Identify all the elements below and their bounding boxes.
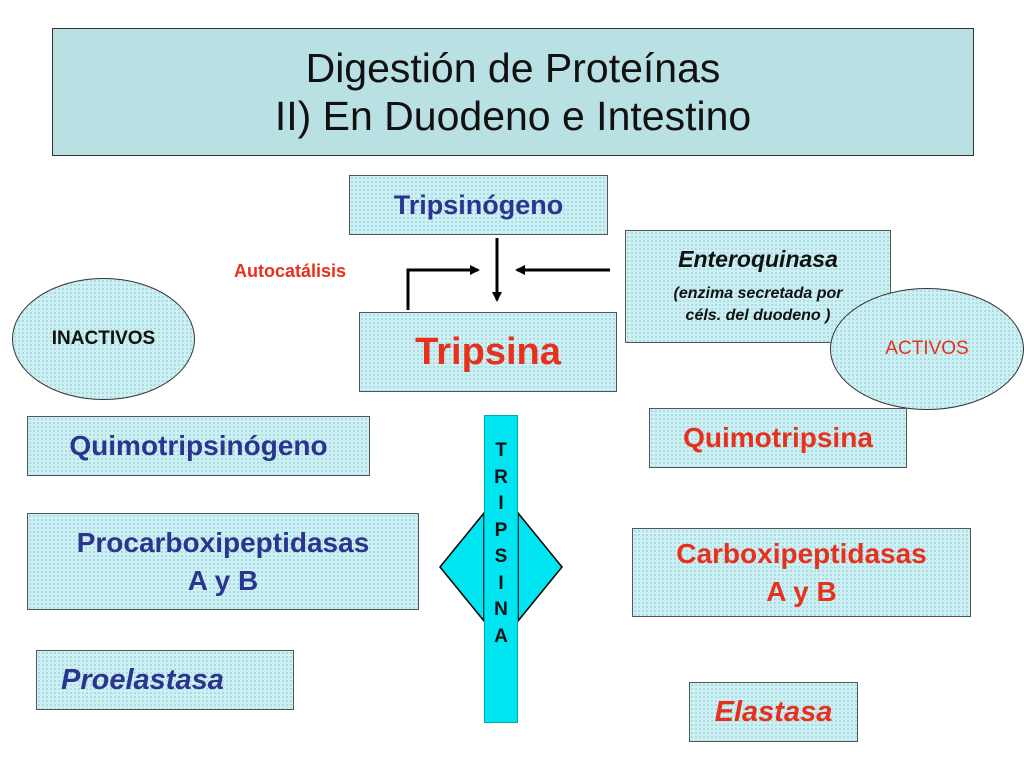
inactivos-label: INACTIVOS [51,328,156,349]
vertical-letter: R [494,466,508,488]
carboxipeptidasas-line-2: A y B [766,575,837,607]
enteroquinasa-name: Enteroquinasa [678,246,838,272]
autocatalysis-arrow [406,265,480,310]
quimotripsinogeno-label: Quimotripsinógeno [69,430,328,461]
proelastasa-box: Proelastasa [36,650,294,710]
carboxipeptidasas-box: Carboxipeptidasas A y B [632,528,971,617]
vertical-letter: A [494,625,508,647]
procarboxipeptidasas-line-2: A y B [187,564,259,596]
enteroquinasa-note-2: céls. del duodeno ) [685,307,831,324]
inactivos-ellipse: INACTIVOS [12,278,195,400]
quimotripsina-box: Quimotripsina [649,408,907,468]
vertical-letter: S [494,546,508,567]
title-line-1: Digestión de Proteínas [305,45,721,91]
quimotripsinogeno-box: Quimotripsinógeno [27,416,370,476]
enteroquinasa-note-1: (enzima secretada por [673,285,843,302]
carboxipeptidasas-line-1: Carboxipeptidasas [676,537,927,569]
vertical-letter: T [495,440,507,461]
tripsina-label: Tripsina [415,330,561,373]
tripsinogeno-box: Tripsinógeno [349,175,608,235]
quimotripsina-label: Quimotripsina [683,422,873,453]
proelastasa-label: Proelastasa [61,663,224,696]
title-line-2: II) En Duodeno e Intestino [274,93,752,139]
vertical-letter: I [498,493,504,514]
title-box: Digestión de Proteínas II) En Duodeno e … [52,28,974,156]
double-arrow-shape-right [517,510,563,624]
vertical-letter: I [498,572,504,594]
activos-ellipse: ACTIVOS [830,288,1024,410]
autocatalisis-label: Autocatálisis [234,261,347,281]
procarboxipeptidasas-line-1: Procarboxipeptidasas [76,526,370,558]
vertical-letter: P [494,519,508,541]
activos-label: ACTIVOS [885,338,969,359]
vertical-letter: N [494,599,508,620]
elastasa-label: Elastasa [714,695,833,728]
procarboxipeptidasas-box: Procarboxipeptidasas A y B [27,513,419,610]
tripsina-vertical-bar: T R I P S I N A [484,415,518,723]
double-arrow-shape [439,510,485,624]
tripsinogeno-label: Tripsinógeno [393,189,564,220]
elastasa-box: Elastasa [689,682,858,742]
tripsina-box: Tripsina [359,312,617,392]
